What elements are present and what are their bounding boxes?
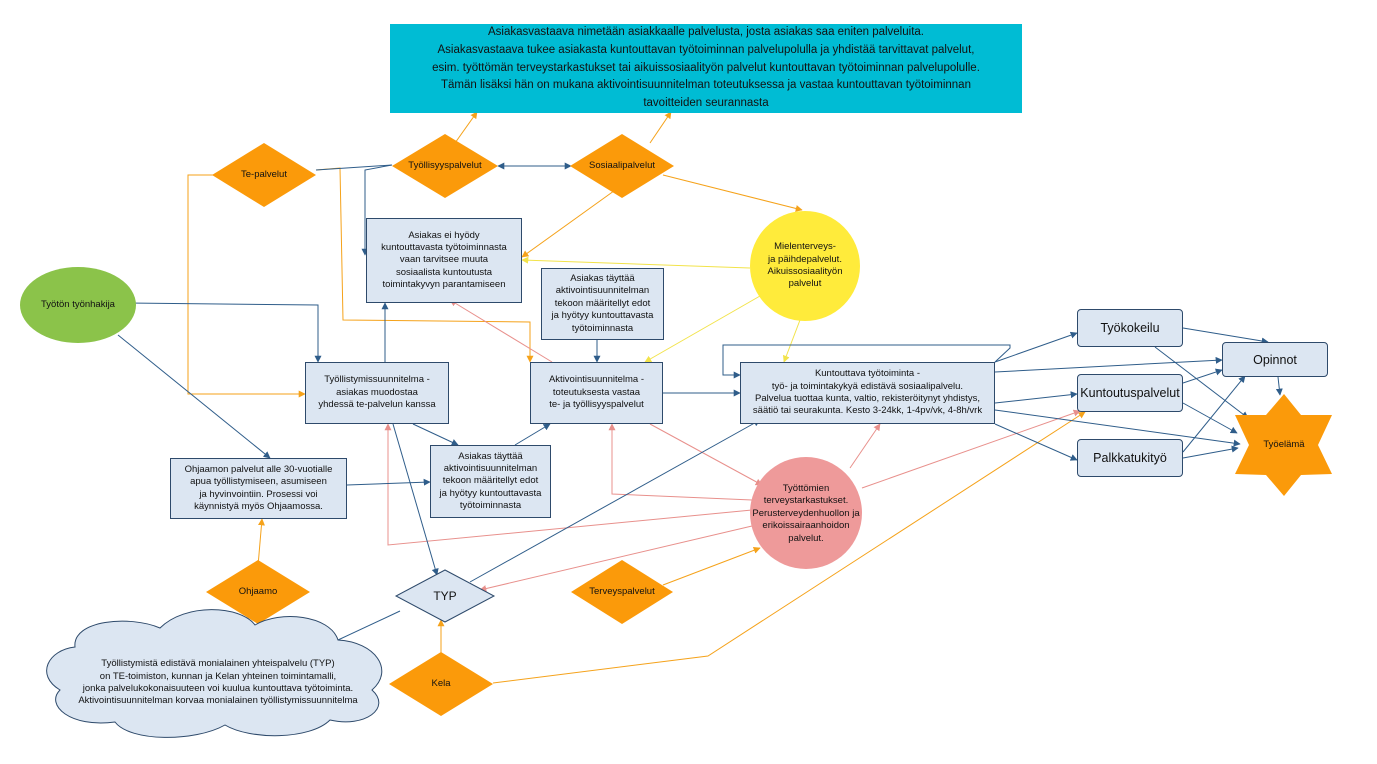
arrow-tyottomien-to-tyollistymissuunnitelma <box>384 423 753 546</box>
cloud-typ-label: Työllistymistä edistävä monialainen yhte… <box>78 658 358 707</box>
arrow-kuntoutuspalvelut-to-tyoelama <box>1182 402 1238 434</box>
box-tyokokeilu: Työkokeilu <box>1077 309 1183 347</box>
star-tyoelama <box>1235 394 1332 496</box>
box-ohjaamon-palvelut: Ohjaamon palvelut alle 30-vuotialle apua… <box>170 458 347 519</box>
terveyspalvelut-label: Terveyspalvelut <box>589 585 655 597</box>
diamond-terveyspalvelut <box>571 560 673 624</box>
arrow-tyoton-to-ohjaamon-palvelut <box>117 334 271 459</box>
arrow-tyollisyys-to-asiakas-ei-hyody <box>361 164 393 256</box>
arrow-terveys-to-tyottomien <box>662 546 761 586</box>
arrow-kuntouttava-loop <box>722 344 1011 379</box>
arrow-ohjaamo-to-ohjaamon-palvelut <box>257 518 265 567</box>
circle-tyottomien <box>750 457 862 569</box>
tyottomien-label: Työttömien terveystarkastukset. Peruster… <box>752 483 860 544</box>
arrow-tyokokeilu-to-opinnot <box>1182 327 1269 345</box>
diamond-typ <box>394 569 496 623</box>
tyollisyyspalvelut-label: Työllisyyspalvelut <box>408 159 482 171</box>
sosiaalipalvelut-label: Sosiaalipalvelut <box>588 159 655 171</box>
arrow-aktivointi-to-asiakas-ei-hyody <box>449 299 553 363</box>
arrow-kuntouttava-to-kuntoutuspalvelut <box>994 391 1078 404</box>
asiakasvastaava-banner: Asiakasvastaava nimetään asiakkaalle pal… <box>390 24 1022 113</box>
arrow-mielenterveys-to-kuntouttava <box>782 319 801 363</box>
diamond-te-palvelut <box>212 143 316 207</box>
diamond-sosiaalipalvelut <box>570 134 674 198</box>
circle-mielenterveys <box>750 211 860 321</box>
arrow-tyoton-to-tyollistymissuunnitelma <box>125 302 322 363</box>
diamond-kela <box>389 652 493 716</box>
arrow-kuntouttava-to-tyoelama <box>994 409 1241 447</box>
arrow-mielenterveys-to-aktivointi <box>644 295 761 363</box>
arrow-kela-to-kuntoutuspalvelut <box>492 411 1086 684</box>
line-te-to-tyollisyys <box>315 164 393 171</box>
arrow-te-to-tyollistymissuunnitelma <box>187 174 306 398</box>
diamond-tyollisyyspalvelut <box>392 134 498 198</box>
arrow-palkkatukityo-to-tyoelama <box>1182 445 1239 459</box>
tyoelama-label: Työelämä <box>1263 438 1305 450</box>
arrow-tyottomien-to-typ <box>479 525 753 592</box>
arrow-mielenterveys-to-asiakas-ei-hyody <box>521 256 751 269</box>
kela-label: Kela <box>431 677 451 689</box>
box-tyollistymissuunnitelma: Työllistymissuunnitelma - asiakas muodos… <box>305 362 449 424</box>
typ-label: TYP <box>433 589 457 603</box>
arrow-ohjaamon-palvelut-to-asiakas-tayttaa-bottom <box>346 478 431 486</box>
ohjaamo-label: Ohjaamo <box>238 585 278 597</box>
arrow-kuntouttava-to-palkkatukityo <box>994 423 1078 461</box>
arrow-kuntouttava-to-tyokokeilu <box>994 331 1078 363</box>
box-kuntouttava-tyotoiminta: Kuntouttava työtoiminta - työ- ja toimin… <box>740 362 995 424</box>
arrow-tyottomien-to-kuntouttava <box>849 423 881 469</box>
arrow-typ-to-kuntouttava <box>469 419 761 583</box>
box-palkkatukityo: Palkkatukityö <box>1077 439 1183 477</box>
arrow-sosiaali-to-banner <box>649 111 672 144</box>
arrow-tyottomien-to-kuntoutuspalvelut <box>861 409 1081 489</box>
arrow-asiakas-tayttaa-bottom-to-aktivointi <box>514 423 551 446</box>
arrow-aktivointi-to-tyottomien <box>649 423 763 486</box>
box-kuntoutuspalvelut: Kuntoutuspalvelut <box>1077 374 1183 412</box>
tyoton-tyonhakija-label: Työtön työnhakija <box>41 298 115 310</box>
box-asiakas-tayttaa-bottom: Asiakas täyttää aktivointisuunnitelman t… <box>430 445 551 518</box>
box-aktivointisuunnitelma: Aktivointisuunnitelma - toteutuksesta va… <box>530 362 663 424</box>
box-opinnot: Opinnot <box>1222 342 1328 377</box>
arrow-tyokokeilu-to-tyoelama <box>1154 346 1249 419</box>
arrow-tyollisyys-to-banner <box>454 111 478 144</box>
box-asiakas-ei-hyody: Asiakas ei hyödy kuntouttavasta työtoimi… <box>366 218 522 303</box>
arrow-opinnot-to-tyoelama <box>1275 376 1283 396</box>
arrow-kuntouttava-to-opinnot <box>994 356 1223 373</box>
line-cloud-to-typ <box>337 610 401 641</box>
arrow-tyollistymissuunnitelma-to-asiakas-tayttaa-bottom <box>412 423 459 446</box>
arrow-tyollistymissuunnitelma-to-typ <box>392 423 439 576</box>
ellipse-tyoton-tyonhakija <box>20 267 136 343</box>
diamond-ohjaamo <box>206 560 310 624</box>
arrow-sosiaali-to-mielenterveys <box>662 174 803 212</box>
arrow-kuntoutuspalvelut-to-opinnot <box>1182 368 1223 384</box>
arrow-tyottomien-to-aktivointi <box>608 423 753 501</box>
arrow-sosiaali-to-asiakas-ei-hyody <box>521 182 626 258</box>
cloud-typ <box>46 609 383 738</box>
te-palvelut-label: Te-palvelut <box>241 168 287 180</box>
mielenterveys-label: Mielenterveys- ja päihdepalvelut. Aikuis… <box>767 241 843 290</box>
box-asiakas-tayttaa-top: Asiakas täyttää aktivointisuunnitelman t… <box>541 268 664 340</box>
arrow-palkkatukityo-to-opinnot <box>1182 375 1246 453</box>
